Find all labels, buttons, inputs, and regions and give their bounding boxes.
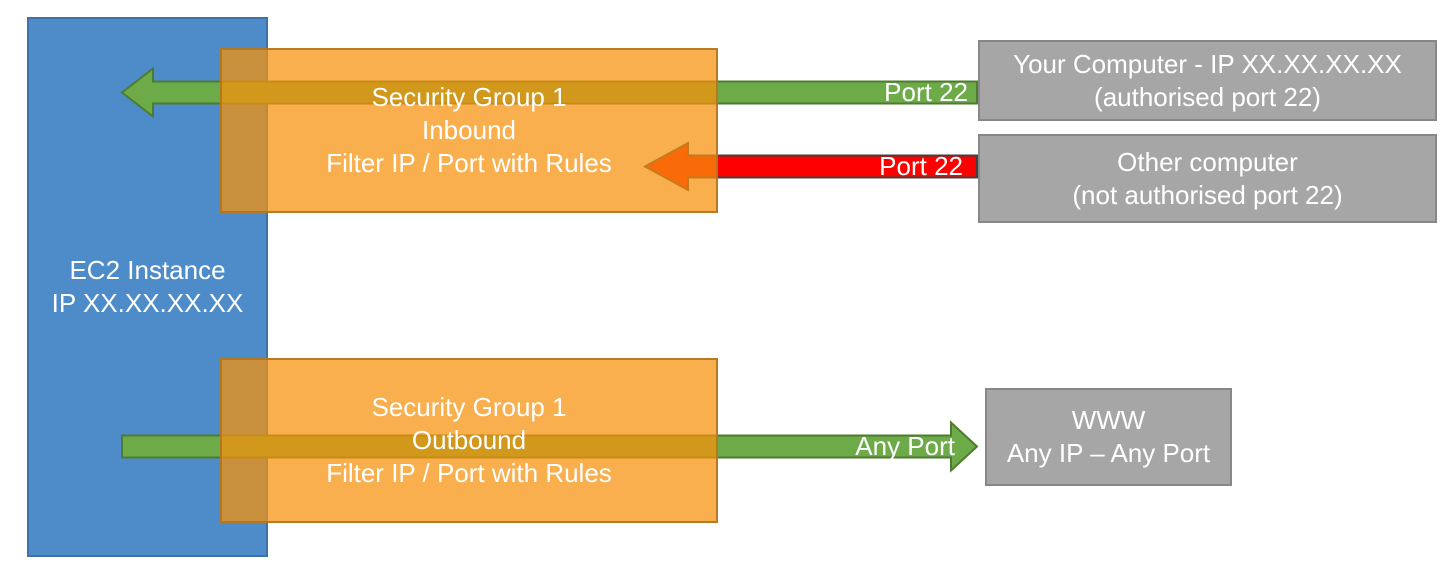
www-title: WWW	[1071, 405, 1146, 435]
your-computer-title: Your Computer - IP XX.XX.XX.XX	[1013, 48, 1402, 79]
sg-inbound-direction: Inbound	[422, 115, 516, 145]
sg-outbound-description: Filter IP / Port with Rules	[326, 458, 612, 488]
security-group-outbound-box: Security Group 1 Outbound Filter IP / Po…	[220, 358, 718, 523]
other-computer-title: Other computer	[1117, 146, 1298, 177]
your-computer-note: (authorised port 22)	[1094, 81, 1321, 112]
your-computer-box: Your Computer - IP XX.XX.XX.XX (authoris…	[978, 40, 1437, 121]
sg-inbound-title: Security Group 1	[371, 82, 567, 112]
sg-outbound-direction: Outbound	[411, 425, 527, 455]
any-port-label: Any Port	[855, 431, 955, 461]
port-22-blocked-label: Port 22	[879, 151, 963, 181]
ec2-instance-ip: IP XX.XX.XX.XX	[51, 288, 244, 318]
ec2-instance-name: EC2 Instance	[69, 255, 226, 285]
sg-outbound-title: Security Group 1	[371, 392, 567, 422]
port-22-allowed-label: Port 22	[884, 77, 968, 107]
other-computer-note: (not authorised port 22)	[1072, 179, 1343, 210]
sg-inbound-description: Filter IP / Port with Rules	[326, 148, 612, 178]
security-group-inbound-box: Security Group 1 Inbound Filter IP / Por…	[220, 48, 718, 213]
www-box: WWW Any IP – Any Port	[985, 388, 1232, 486]
www-note: Any IP – Any Port	[1006, 438, 1211, 468]
other-computer-box: Other computer (not authorised port 22)	[978, 134, 1437, 223]
